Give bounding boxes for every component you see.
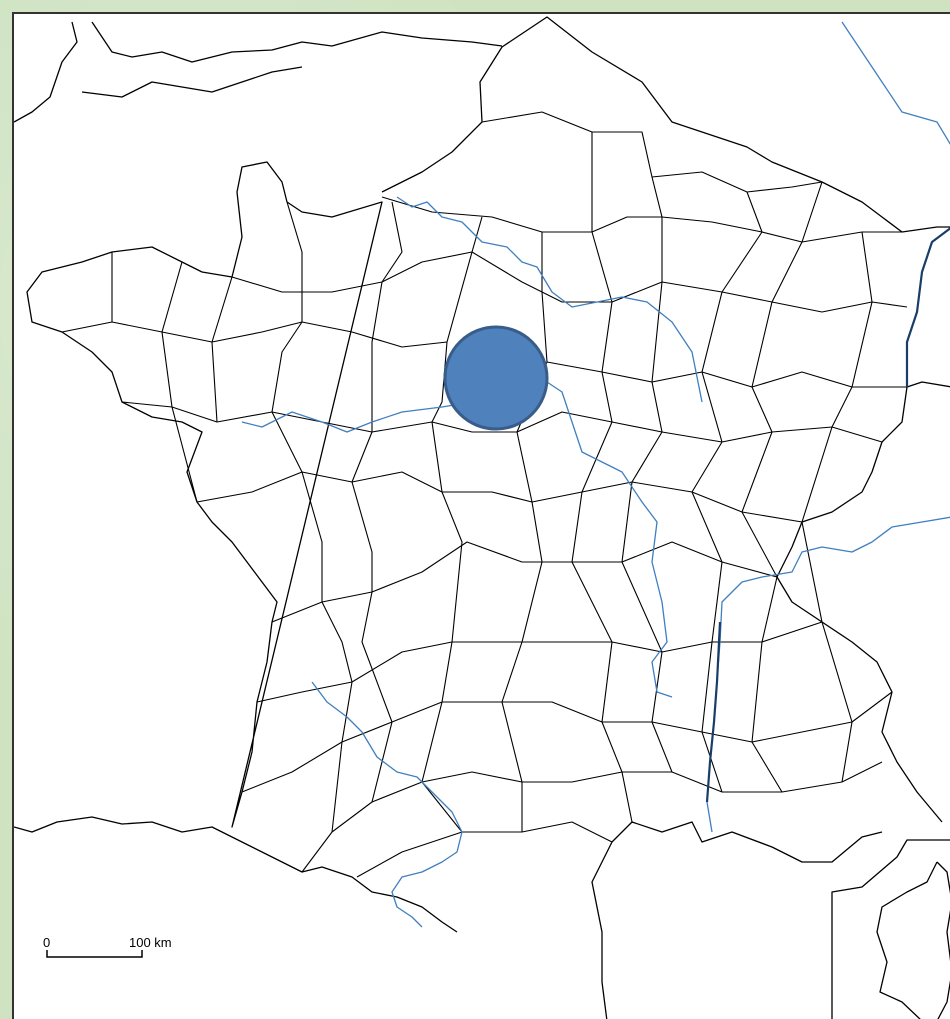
france-outline bbox=[14, 16, 950, 1019]
scale-bar-end-label: 100 km bbox=[129, 935, 172, 950]
corsica-inset-frame bbox=[831, 839, 950, 1019]
map-frame: 0 100 km bbox=[12, 12, 950, 1019]
river-rhine-border bbox=[905, 227, 950, 387]
scale-bar: 0 100 km bbox=[43, 935, 172, 958]
france-departments-map: 0 100 km bbox=[14, 16, 950, 1019]
department-boundaries bbox=[61, 111, 908, 878]
river-rhone-lower bbox=[705, 621, 722, 803]
corsica-island bbox=[876, 861, 950, 1019]
scale-bar-line bbox=[46, 950, 143, 958]
location-marker[interactable] bbox=[443, 325, 549, 431]
river-loire bbox=[241, 381, 673, 698]
river-garonne bbox=[311, 681, 463, 928]
england-coast bbox=[14, 21, 503, 123]
rivers bbox=[241, 21, 950, 928]
river-rhine bbox=[841, 21, 950, 145]
scale-bar-start-label: 0 bbox=[43, 935, 50, 950]
river-seine bbox=[396, 196, 703, 403]
